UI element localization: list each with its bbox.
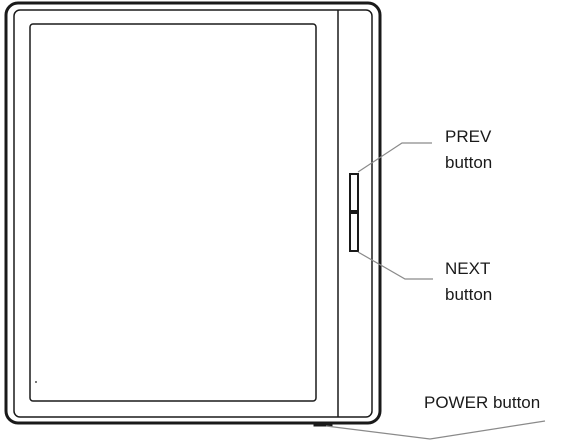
device-outer-bezel [4, 1, 382, 425]
next-label-line2: button [445, 285, 492, 304]
display-screen [29, 23, 317, 402]
power-leader-line [325, 420, 546, 440]
prev-label-line1: PREV [445, 127, 492, 146]
prev-button[interactable] [349, 173, 359, 212]
prev-label-line2: button [445, 153, 492, 172]
power-label: POWER button [424, 393, 540, 412]
next-leader-line [357, 251, 433, 280]
prev-leader-line [357, 142, 432, 173]
next-label-line1: NEXT [445, 259, 490, 278]
power-button[interactable] [313, 421, 333, 427]
next-button[interactable] [349, 212, 359, 252]
screen-indicator-dot [35, 381, 37, 383]
device-inner-bezel [13, 9, 373, 418]
